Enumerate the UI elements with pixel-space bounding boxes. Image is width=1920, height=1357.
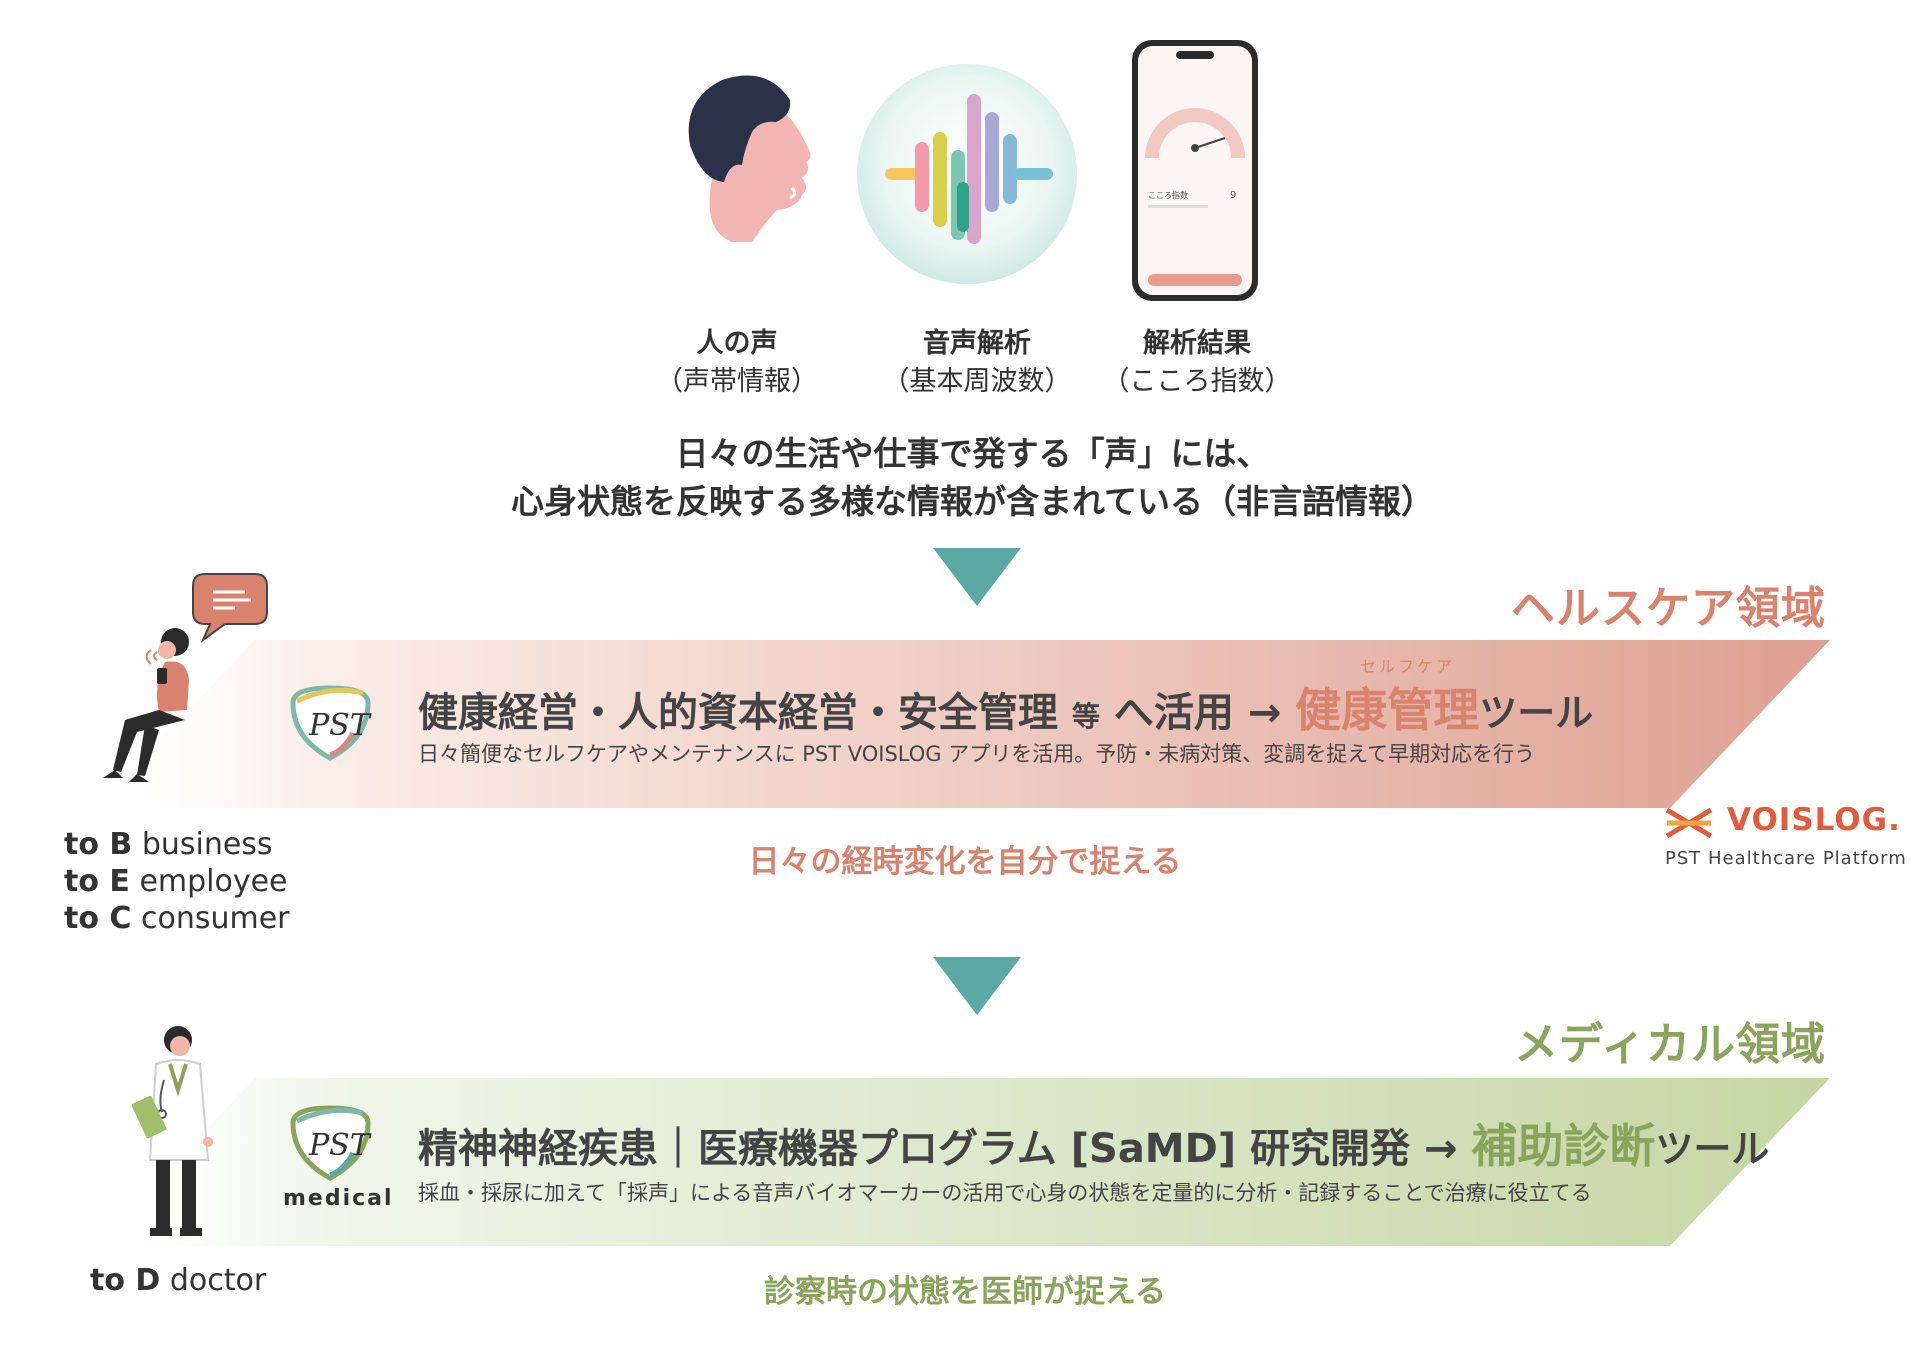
intro-line-1: 日々の生活や仕事で発する「声」には、	[675, 434, 1270, 473]
caption-human-voice-title: 人の声	[696, 328, 778, 359]
healthcare-title-rest: へ活用 →	[1113, 690, 1282, 736]
audience-d: to D doctor	[90, 1262, 266, 1299]
medical-band	[95, 1078, 1830, 1246]
human-voice-head-icon	[688, 75, 811, 242]
voislog-logo-name: VOISLOG.	[1727, 802, 1901, 838]
caption-analysis-result-sub: （こころ指数）	[1102, 366, 1292, 397]
caption-human-voice: 人の声 （声帯情報）	[607, 325, 867, 401]
person-with-phone-illustration	[103, 573, 268, 782]
medical-title: 精神神経疾患｜医療機器プログラム [SaMD] 研究開発 → 補助診断ツール	[418, 1110, 1769, 1176]
audience-list-medical: to D doctor	[90, 1262, 266, 1299]
healthcare-ruby: セルフケア	[1360, 657, 1456, 676]
healthcare-title: 健康経営・人的資本経営・安全管理 等 へ活用 → 健康管理ツール	[418, 674, 1593, 740]
healthcare-note: 日々の経時変化を自分で捉える	[748, 844, 1182, 880]
healthcare-title-main: 健康経営・人的資本経営・安全管理	[418, 690, 1058, 736]
doctor-illustration	[131, 1026, 213, 1236]
caption-voice-analysis: 音声解析 （基本周波数）	[847, 325, 1107, 401]
audience-list-healthcare: to B business to E employee to C consume…	[64, 826, 290, 937]
smartphone-result-icon: こころ指数 9	[1132, 40, 1258, 301]
voice-analysis-waveform-icon	[857, 64, 1077, 284]
medical-word: medical	[283, 1186, 394, 1211]
medical-title-main: 精神神経疾患｜医療機器プログラム [SaMD] 研究開発 →	[418, 1126, 1458, 1172]
caption-analysis-result: 解析結果 （こころ指数）	[1067, 325, 1327, 401]
caption-voice-analysis-title: 音声解析	[923, 328, 1031, 359]
audience-e-key: to E	[64, 864, 130, 899]
audience-e: to E employee	[64, 863, 290, 900]
healthcare-title-suffix: ツール	[1479, 691, 1594, 735]
pst-logo-medical: PST	[290, 1105, 372, 1181]
medical-zone-label: メディカル領域	[1514, 1019, 1826, 1070]
intro-text: 日々の生活や仕事で発する「声」には、 心身状態を反映する多様な情報が含まれている…	[0, 430, 1920, 526]
intro-line-2: 心身状態を反映する多様な情報が含まれている（非言語情報）	[510, 482, 1434, 521]
healthcare-zone-label: ヘルスケア領域	[1511, 583, 1826, 634]
audience-c-key: to C	[64, 901, 132, 936]
audience-d-word: doctor	[169, 1263, 267, 1298]
medical-title-highlight: 補助診断	[1471, 1119, 1656, 1173]
audience-d-key: to D	[90, 1263, 161, 1298]
audience-e-word: employee	[139, 864, 288, 899]
svg-text:PST: PST	[308, 1128, 372, 1163]
audience-c-word: consumer	[140, 901, 290, 936]
down-arrow-2	[933, 957, 1021, 1015]
medical-title-suffix: ツール	[1655, 1127, 1770, 1171]
svg-text:PST: PST	[308, 708, 372, 743]
healthcare-title-small: 等	[1071, 700, 1100, 733]
down-arrow-1	[933, 548, 1021, 606]
healthcare-subtitle: 日々簡便なセルフケアやメンテナンスに PST VOISLOG アプリを活用。予防…	[418, 742, 1536, 766]
medical-note: 診察時の状態を医師が捉える	[763, 1274, 1167, 1310]
phone-index-value: 9	[1230, 190, 1236, 201]
medical-subtitle: 採血・採尿に加えて「採声」による音声バイオマーカーの活用で心身の状態を定量的に分…	[418, 1181, 1592, 1205]
voislog-logo-sub: PST Healthcare Platform	[1665, 848, 1907, 869]
caption-analysis-result-title: 解析結果	[1143, 328, 1251, 359]
audience-b: to B business	[64, 826, 290, 863]
audience-b-word: business	[141, 827, 273, 862]
healthcare-title-highlight: 健康管理	[1295, 683, 1480, 737]
healthcare-band	[95, 640, 1830, 808]
audience-b-key: to B	[64, 827, 133, 862]
phone-index-label: こころ指数	[1148, 190, 1188, 200]
voislog-logo-icon	[1665, 807, 1713, 839]
audience-c: to C consumer	[64, 900, 290, 937]
pst-logo-healthcare: PST	[290, 685, 372, 761]
caption-voice-analysis-sub: （基本周波数）	[882, 366, 1072, 397]
caption-human-voice-sub: （声帯情報）	[656, 366, 818, 397]
